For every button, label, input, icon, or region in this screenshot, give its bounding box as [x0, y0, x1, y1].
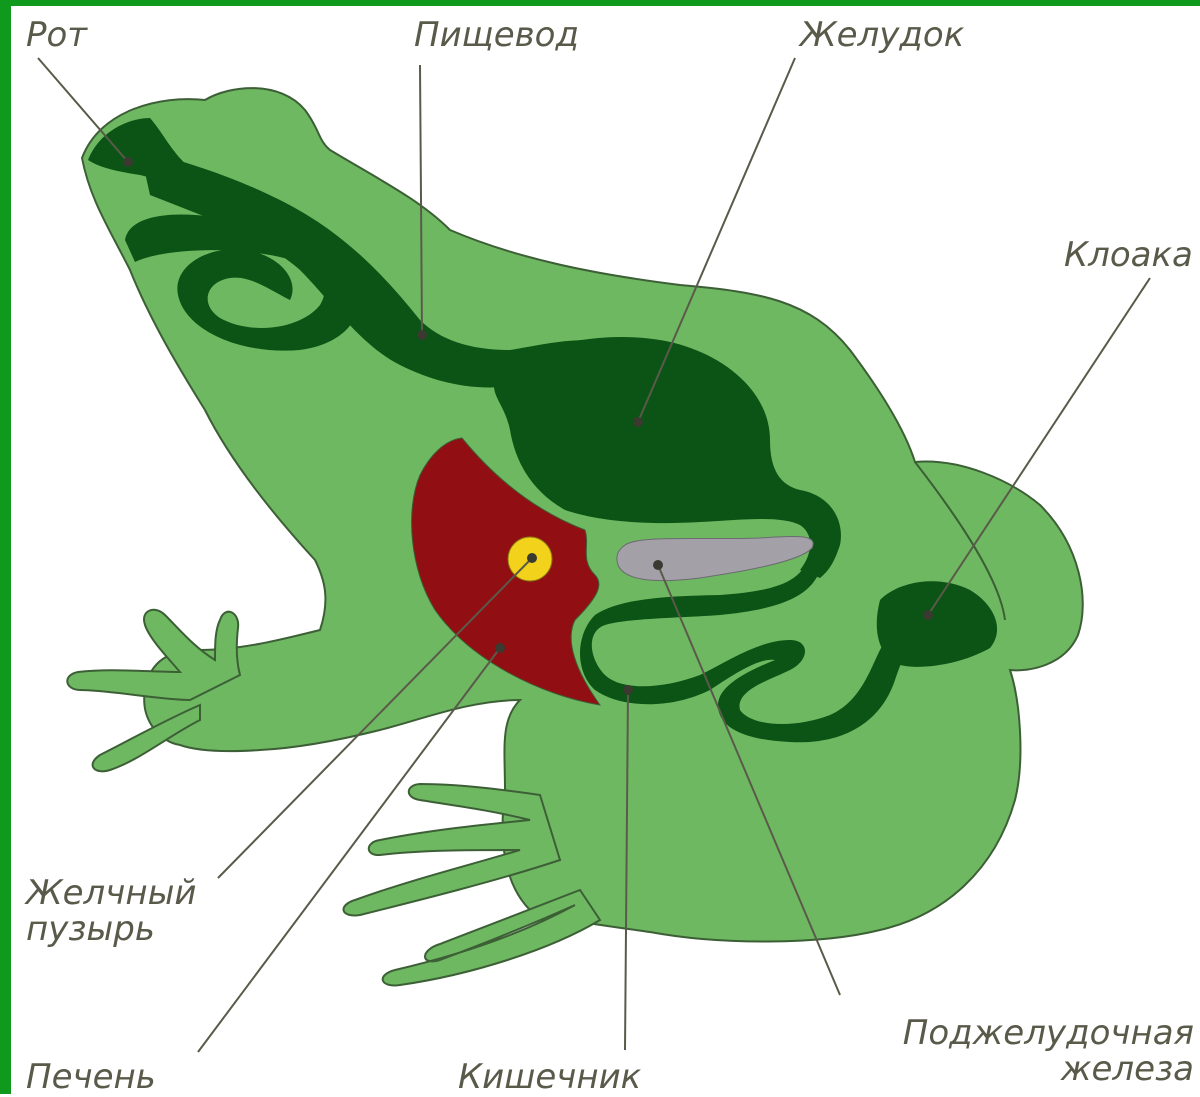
- anchor-dot-mouth: [123, 157, 133, 167]
- anchor-dot-stomach: [633, 417, 643, 427]
- anchor-dot-gallbladder: [527, 553, 537, 563]
- label-stomach: Желудок: [800, 16, 964, 54]
- label-gallbladder-line1: Желчный: [26, 874, 197, 912]
- label-cloaca: Клоака: [1064, 236, 1193, 274]
- anchor-dot-esophagus: [417, 330, 427, 340]
- anchor-dot-pancreas: [653, 560, 663, 570]
- label-pancreas-line1: Поджелудочная: [903, 1014, 1194, 1052]
- label-intestine: Кишечник: [458, 1058, 641, 1096]
- label-gallbladder-line2: пузырь: [26, 910, 155, 948]
- label-mouth: Рот: [26, 16, 87, 54]
- label-pancreas-line2: железа: [1061, 1050, 1194, 1088]
- hind-foot-bottom-toes: [383, 890, 600, 985]
- label-esophagus: Пищевод: [414, 16, 579, 54]
- front-foot: [67, 610, 240, 700]
- label-liver: Печень: [26, 1058, 156, 1096]
- anchor-dot-liver: [495, 643, 505, 653]
- anchor-dot-cloaca: [923, 610, 933, 620]
- leader-line-mouth: [38, 58, 128, 162]
- anchor-dot-intestine: [623, 685, 633, 695]
